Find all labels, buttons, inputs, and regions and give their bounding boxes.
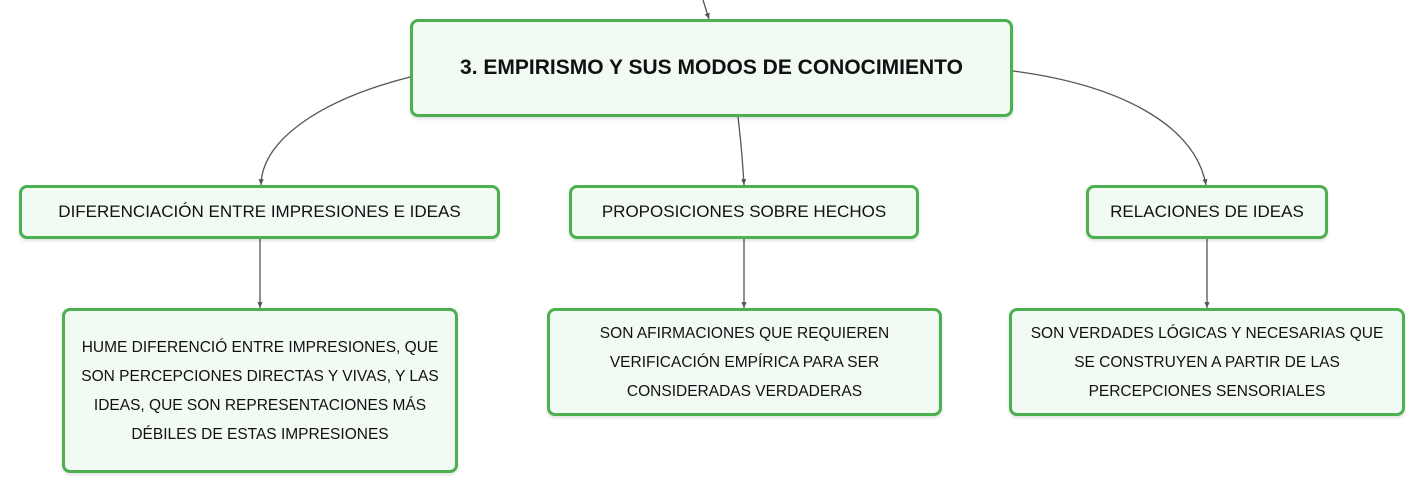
node-relaciones[interactable]: RELACIONES DE IDEAS [1086, 185, 1328, 239]
node-proposiciones[interactable]: PROPOSICIONES SOBRE HECHOS [569, 185, 919, 239]
node-relaciones-detail[interactable]: SON VERDADES LÓGICAS Y NECESARIAS QUE SE… [1009, 308, 1405, 416]
connector-root-to-relaciones [1012, 70, 1208, 186]
node-relaciones-label: RELACIONES DE IDEAS [1110, 202, 1304, 221]
node-diferenciacion-detail-text: HUME DIFERENCIÓ ENTRE IMPRESIONES, QUE S… [81, 338, 439, 443]
connector-root-to-diferenciacion [258, 76, 411, 186]
node-proposiciones-label: PROPOSICIONES SOBRE HECHOS [601, 202, 887, 221]
connector-root-to-proposiciones [737, 116, 747, 186]
node-diferenciacion[interactable]: DIFERENCIACIÓN ENTRE IMPRESIONES E IDEAS [19, 185, 500, 239]
root-node[interactable]: 3. EMPIRISMO Y SUS MODOS DE CONOCIMIENTO [410, 19, 1013, 117]
node-diferenciacion-detail[interactable]: HUME DIFERENCIÓ ENTRE IMPRESIONES, QUE S… [62, 308, 458, 473]
node-proposiciones-detail[interactable]: SON AFIRMACIONES QUE REQUIEREN VERIFICAC… [547, 308, 942, 416]
connector-parent-to-root [702, 0, 710, 20]
root-node-label: 3. EMPIRISMO Y SUS MODOS DE CONOCIMIENTO [460, 56, 963, 79]
node-relaciones-detail-text: SON VERDADES LÓGICAS Y NECESARIAS QUE SE… [1030, 324, 1384, 400]
node-diferenciacion-label: DIFERENCIACIÓN ENTRE IMPRESIONES E IDEAS [58, 202, 461, 221]
node-proposiciones-detail-text: SON AFIRMACIONES QUE REQUIEREN VERIFICAC… [599, 324, 890, 400]
